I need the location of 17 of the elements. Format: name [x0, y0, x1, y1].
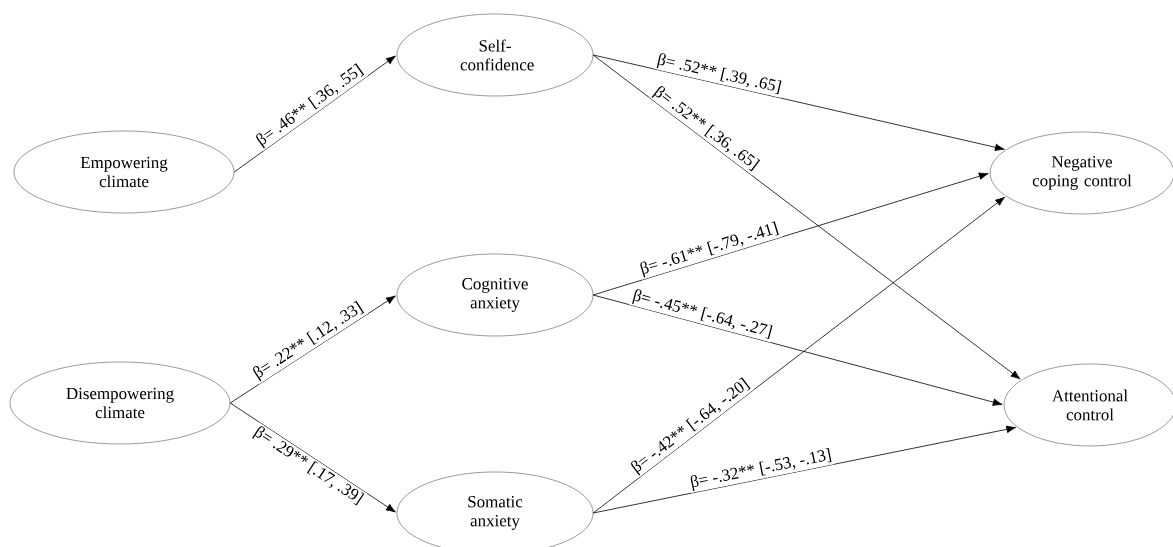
arrow: [592, 54, 1021, 380]
ellipse-node: Self-confidence: [396, 13, 594, 97]
ellipse-node: Empowering climate: [13, 130, 235, 214]
arrow: [592, 425, 1017, 514]
ellipse-node: Cognitive anxiety: [396, 253, 594, 337]
ellipse-node: Disempowering climate: [9, 361, 231, 445]
arrow: [592, 172, 989, 296]
edge-label: β= -.32** [-.53, -.13]: [690, 447, 832, 492]
edge-label: β= -.61** [-.79, -.41]: [640, 221, 779, 278]
arrow: [229, 402, 396, 513]
arrow: [592, 294, 1003, 406]
edge-label: β= -.45** [-.64, -.27]: [632, 289, 773, 339]
arrow: [592, 54, 1005, 151]
edge-label: β= .22** [.12, .33]: [253, 300, 365, 382]
arrow: [592, 196, 1005, 514]
arrow: [233, 55, 396, 173]
arrow: [229, 295, 396, 404]
